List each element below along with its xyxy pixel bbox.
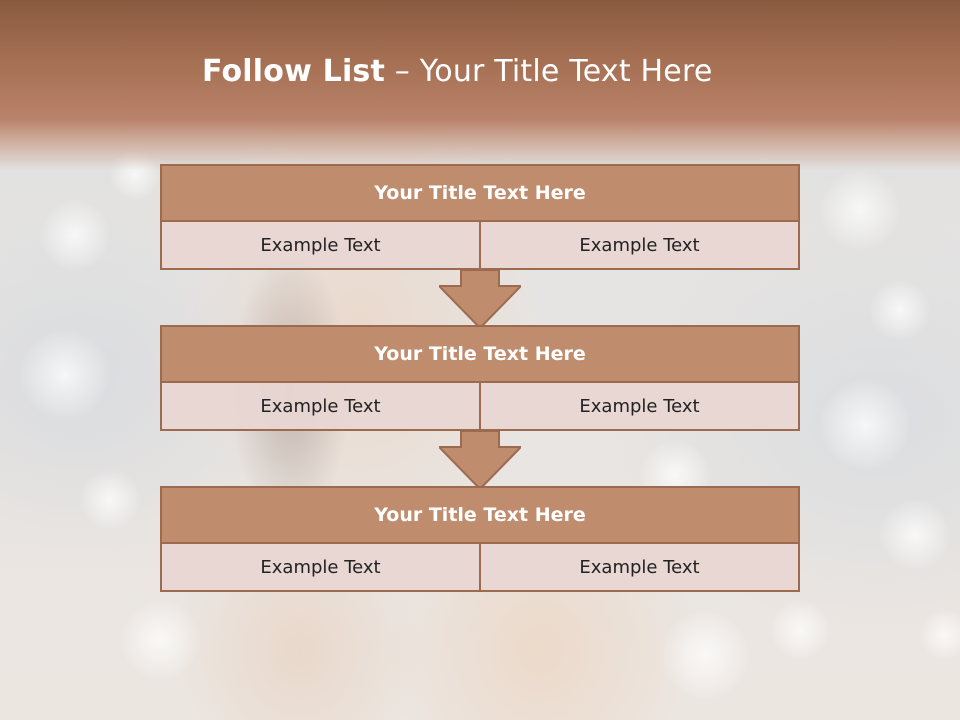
block-cell-left: Example Text xyxy=(160,381,481,431)
arrow-down-icon xyxy=(439,431,521,491)
block-cell-right: Example Text xyxy=(479,542,800,592)
arrow-down-icon xyxy=(439,270,521,330)
slide-title-strong: Follow List xyxy=(202,54,386,89)
bokeh-decoration xyxy=(920,610,960,660)
bokeh-decoration xyxy=(770,600,830,660)
list-block: Your Title Text Here Example Text Exampl… xyxy=(160,325,800,433)
bokeh-decoration xyxy=(120,600,200,680)
bokeh-decoration xyxy=(880,500,950,570)
bokeh-decoration xyxy=(820,380,910,470)
block-title: Your Title Text Here xyxy=(160,164,800,222)
bokeh-decoration xyxy=(40,200,110,270)
bokeh-decoration xyxy=(20,330,110,420)
block-cell-right: Example Text xyxy=(479,220,800,270)
bokeh-decoration xyxy=(80,470,140,530)
block-title: Your Title Text Here xyxy=(160,486,800,544)
slide-title-rest: Your Title Text Here xyxy=(419,54,713,89)
slide-title: Follow List – Your Title Text Here xyxy=(202,54,712,89)
header-band xyxy=(0,0,960,170)
list-block: Your Title Text Here Example Text Exampl… xyxy=(160,486,800,592)
block-cell-left: Example Text xyxy=(160,542,481,592)
list-block: Your Title Text Here Example Text Exampl… xyxy=(160,164,800,272)
block-title: Your Title Text Here xyxy=(160,325,800,383)
block-cell-left: Example Text xyxy=(160,220,481,270)
slide-title-dash: – xyxy=(385,54,420,89)
bokeh-decoration xyxy=(660,610,750,700)
block-cell-right: Example Text xyxy=(479,381,800,431)
bokeh-decoration xyxy=(870,280,930,340)
bokeh-decoration xyxy=(820,170,900,250)
